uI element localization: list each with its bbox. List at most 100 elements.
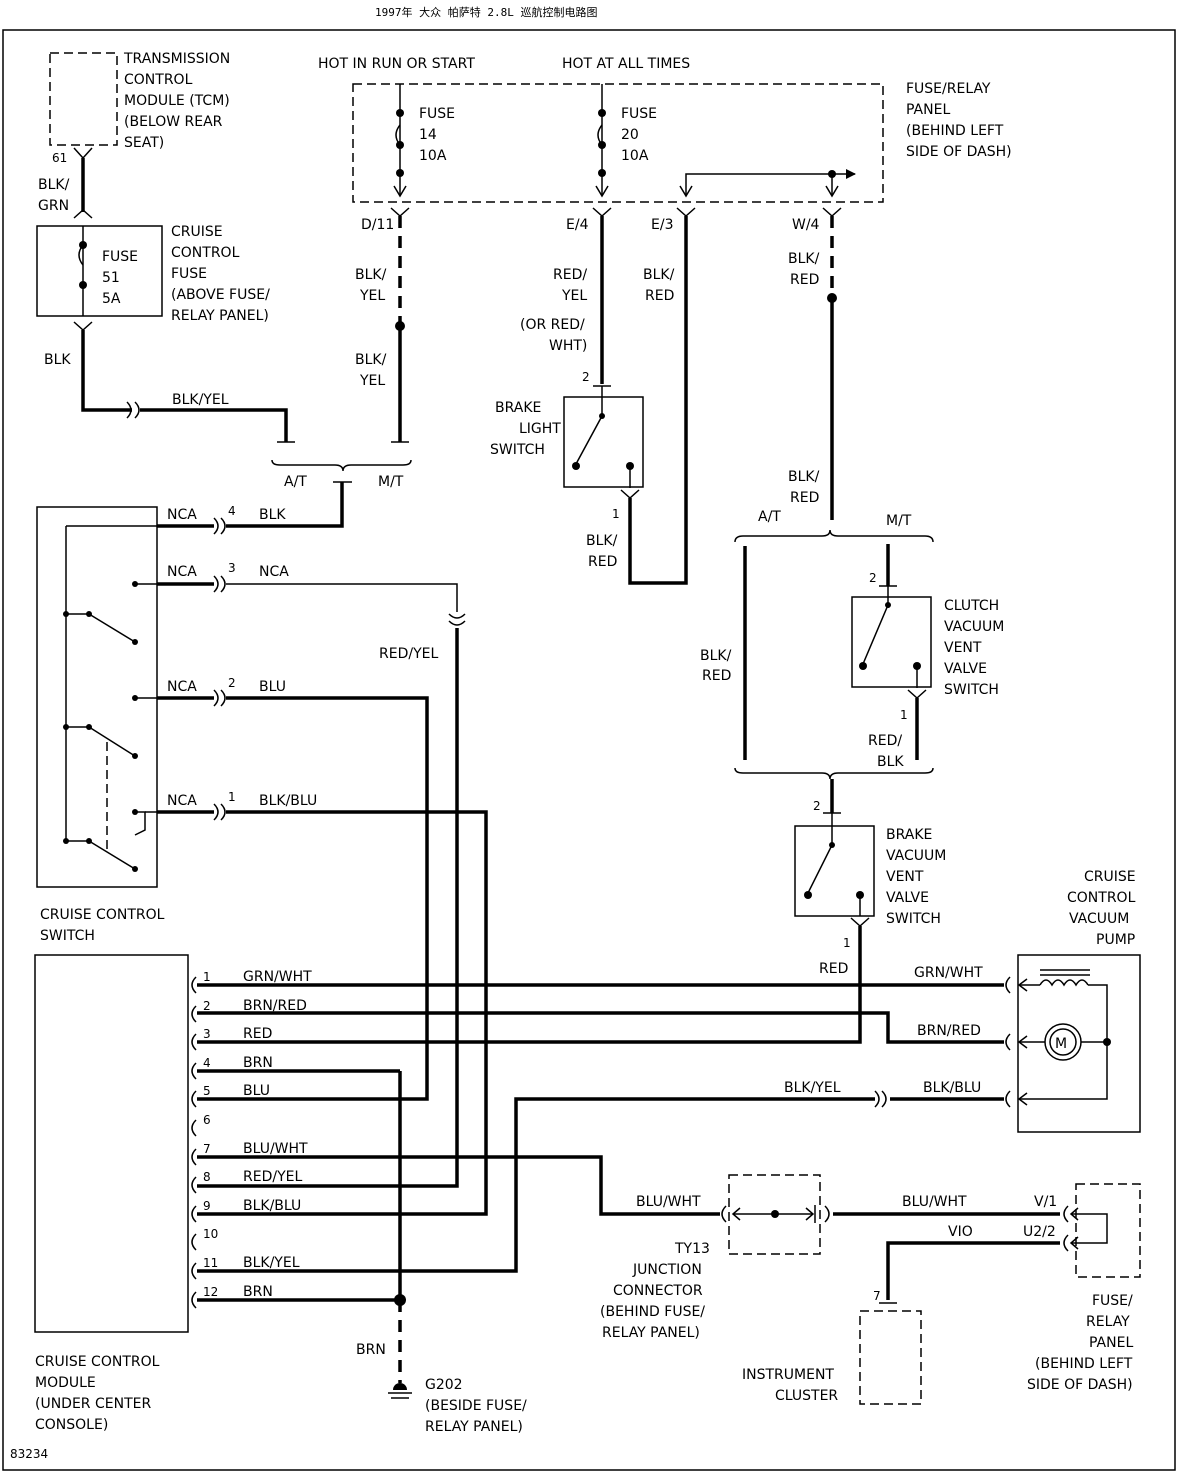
transmission-control-module: TRANSMISSION CONTROL MODULE (TCM) (BELOW… [49,51,230,165]
svg-text:CONNECTOR: CONNECTOR [613,1283,703,1299]
module-pin-12: 12 BRN [191,1284,273,1309]
svg-text:TY13: TY13 [674,1241,710,1257]
svg-text:BRAKE: BRAKE [495,400,541,416]
svg-text:BRN/RED: BRN/RED [917,1023,981,1039]
svg-text:GRN/WHT: GRN/WHT [914,965,983,981]
svg-text:INSTRUMENT: INSTRUMENT [742,1367,834,1383]
svg-text:CLUTCH: CLUTCH [944,598,999,614]
svg-text:RELAY PANEL): RELAY PANEL) [602,1325,700,1341]
module-pin-number: 3 [203,1027,211,1041]
svg-text:BLU/WHT: BLU/WHT [902,1194,967,1210]
instrument-cluster: INSTRUMENT CLUSTER [742,1310,922,1405]
svg-text:YEL: YEL [359,288,385,304]
module-pin-number: 12 [203,1285,218,1299]
svg-text:RELAY PANEL): RELAY PANEL) [425,1419,523,1435]
module-pin-6: 6 [191,1113,211,1137]
svg-text:SIDE OF DASH): SIDE OF DASH) [1027,1377,1133,1393]
svg-text:BLU: BLU [259,679,286,695]
svg-text:RED/YEL: RED/YEL [379,646,438,662]
svg-text:BLU/WHT: BLU/WHT [636,1194,701,1210]
ground-g202: G202 (BESIDE FUSE/ RELAY PANEL) [388,1377,527,1435]
svg-text:SWITCH: SWITCH [490,442,545,458]
pump-motor-symbol: M [1055,1036,1067,1052]
connector-e3: E/3 [651,217,673,233]
module-pin-number: 6 [203,1113,211,1127]
svg-text:SWITCH: SWITCH [40,928,95,944]
svg-text:FUSE: FUSE [621,106,657,122]
module-pin-number: 11 [203,1256,218,1270]
svg-text:BLK/: BLK/ [788,469,820,485]
switch-pin-1: NCA 1 BLK/BLU [157,790,488,1216]
svg-text:BLK: BLK [877,754,904,770]
svg-text:NCA: NCA [167,564,197,580]
svg-text:VIO: VIO [948,1224,973,1240]
svg-text:(BEHIND FUSE/: (BEHIND FUSE/ [600,1304,705,1320]
module-pin-wire-label: BRN [243,1284,273,1300]
svg-text:YEL: YEL [359,373,385,389]
tcm-pin: 61 [52,151,67,165]
clutch-vacuum-vent-valve-switch: CLUTCH VACUUM VENT VALVE SWITCH [851,586,1004,700]
svg-text:(BEHIND LEFT: (BEHIND LEFT [1035,1356,1133,1372]
wire-label-blk-yel: BLK/YEL [172,392,229,408]
svg-text:VACUUM: VACUUM [944,619,1004,635]
svg-text:G202: G202 [425,1377,463,1393]
svg-text:BLK/: BLK/ [788,251,820,267]
svg-text:SWITCH: SWITCH [886,911,941,927]
diagram-border [2,29,1176,1471]
module-pin-number: 8 [203,1170,211,1184]
svg-text:NCA: NCA [167,507,197,523]
svg-text:RELAY: RELAY [1086,1314,1130,1330]
hot-at-all-times-label: HOT AT ALL TIMES [562,56,690,72]
svg-text:20: 20 [621,127,639,143]
svg-text:VACUUM: VACUUM [1069,911,1129,927]
svg-text:51: 51 [102,270,120,286]
svg-text:PUMP: PUMP [1096,932,1135,948]
svg-text:7: 7 [873,1289,881,1303]
module-pin-number: 5 [203,1084,211,1098]
module-pin-wire-label: BRN [243,1055,273,1071]
svg-text:BLK/: BLK/ [700,648,732,664]
svg-text:VENT: VENT [944,640,982,656]
wire-label-blk: BLK [44,352,71,368]
module-pin-number: 2 [203,999,211,1013]
svg-text:(BESIDE FUSE/: (BESIDE FUSE/ [425,1398,527,1414]
module-pin-3: 3 RED [191,1026,272,1051]
svg-text:VALVE: VALVE [944,661,987,677]
svg-text:2: 2 [813,799,821,813]
svg-text:FUSE/RELAY PANEL (: FUSE/RELAY PANEL (BEHIND LEFT SIDE OF DA… [906,81,1012,160]
svg-text:CRUISE CONTROL FUS: CRUISE CONTROL FUSE (ABOVE FUSE/ RELAY P… [171,224,274,324]
mt-label: M/T [378,474,404,490]
connector-w4: W/4 [792,217,820,233]
svg-text:1: 1 [228,790,236,804]
svg-text:SWITCH: SWITCH [944,682,999,698]
at-label: A/T [284,474,307,490]
svg-text:BLK/BLU: BLK/BLU [259,793,317,809]
svg-text:3: 3 [228,561,236,575]
module-pin-wire-label: BRN/RED [243,998,307,1014]
svg-text:V/1: V/1 [1034,1194,1057,1210]
svg-text:14: 14 [419,127,437,143]
svg-text:BLK/: BLK/ [643,267,675,283]
svg-text:MODULE: MODULE [35,1375,96,1391]
svg-text:RED/: RED/ [553,267,587,283]
svg-text:CRUISE: CRUISE [1084,869,1136,885]
svg-text:1: 1 [843,936,851,950]
module-pin-wire-label: RED [243,1026,272,1042]
module-pin-number: 10 [203,1227,218,1241]
brake-light-switch: BRAKE LIGHT SWITCH [490,386,644,500]
connector-e4: E/4 [566,217,589,233]
svg-text:FUSE: FUSE [419,106,455,122]
svg-text:CONTROL: CONTROL [1067,890,1136,906]
svg-text:2: 2 [228,676,236,690]
svg-text:BLK/BLU: BLK/BLU [923,1080,981,1096]
module-pin-10: 10 [191,1227,218,1251]
svg-text:2: 2 [582,370,590,384]
svg-text:BRAKE: BRAKE [886,827,932,843]
